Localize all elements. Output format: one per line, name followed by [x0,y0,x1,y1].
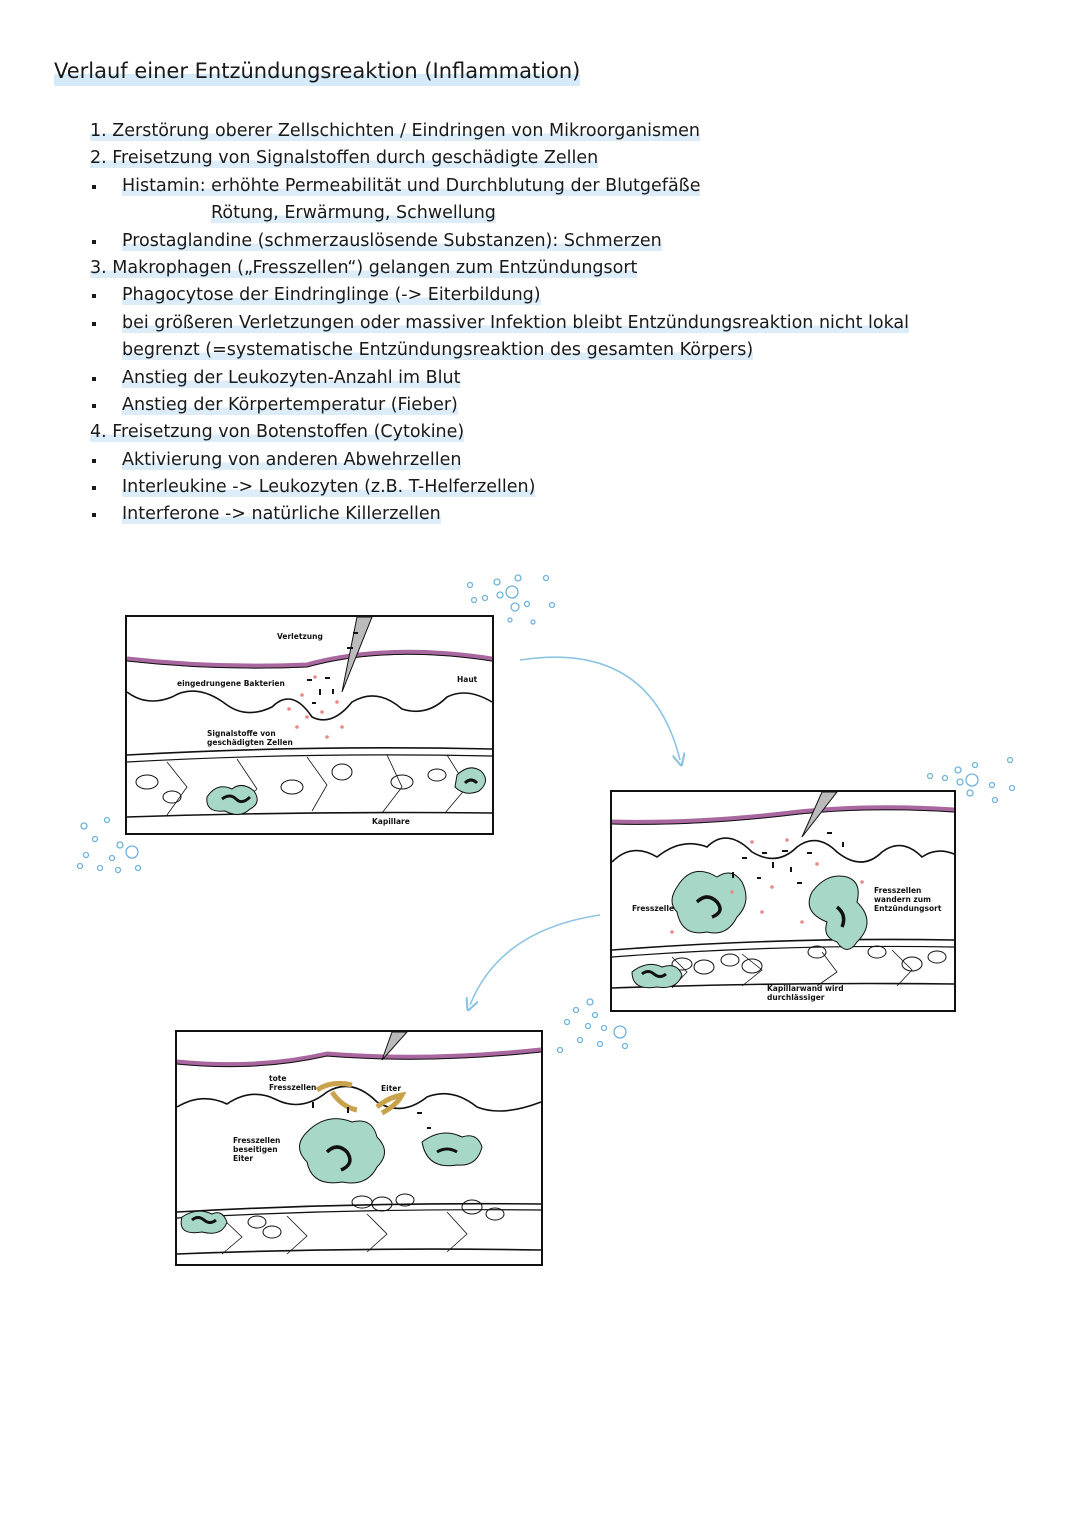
note-line-8: bei größeren Verletzungen oder massiver … [90,310,990,337]
label-eiter: Eiter [381,1084,402,1093]
figure-pus-drawing [177,1032,541,1255]
label-verletzung: Verletzung [277,632,323,641]
label-tote-fresszellen: tote Fresszellen [269,1074,317,1092]
figure-macrophages-migrate: Fresszelle Fresszellen wandern zum Entzü… [610,790,956,1012]
note-text: bei größeren Verletzungen oder massiver … [122,312,910,333]
note-line-2: 2. Freisetzung von Signalstoffen durch g… [90,145,990,172]
note-text: Anstieg der Körpertemperatur (Fieber) [122,394,458,415]
arrow-step1-to-step2 [519,656,680,760]
note-text: Aktivierung von anderen Abwehrzellen [122,449,462,470]
label-kapillarwand: Kapillarwand wird durchlässiger [767,984,844,1002]
label-kapillare: Kapillare [372,817,410,826]
label-signalstoffe: Signalstoffe von geschädigten Zellen [207,729,293,747]
note-line-9: begrenzt (=systematische Entzündungsreak… [90,337,990,364]
note-line-1: 1. Zerstörung oberer Zellschichten / Ein… [90,118,990,145]
note-line-7: Phagocytose der Eindringlinge (-> Eiterb… [90,282,990,309]
figure-pus-removal: tote Fresszellen Eiter Fresszellen besei… [175,1030,543,1266]
arrow-step2-to-step3 [470,914,601,1005]
note-line-15: Interferone -> natürliche Killerzellen [90,501,990,528]
note-line-3: Histamin: erhöhte Permeabilität und Durc… [90,173,990,200]
note-text: 3. Makrophagen („Fresszellen“) gelangen … [90,257,638,278]
note-text: Anstieg der Leukozyten-Anzahl im Blut [122,367,461,388]
note-line-14: Interleukine -> Leukozyten (z.B. T-Helfe… [90,474,990,501]
label-fresszellen-beseitigen: Fresszellen beseitigen Eiter [233,1136,281,1163]
figure-injury: Verletzung Haut eingedrungene Bakterien … [125,615,494,835]
note-line-10: Anstieg der Leukozyten-Anzahl im Blut [90,365,990,392]
label-eingedrungene-bakterien: eingedrungene Bakterien [177,679,285,688]
label-haut: Haut [457,675,478,684]
note-text: Rötung, Erwärmung, Schwellung [211,203,496,224]
note-line-5: Prostaglandine (schmerzauslösende Substa… [90,228,990,255]
label-fresszelle: Fresszelle [632,904,675,913]
notes-list: 1. Zerstörung oberer Zellschichten / Ein… [90,118,990,529]
figure-macrophages-drawing [612,792,954,989]
note-text: 1. Zerstörung oberer Zellschichten / Ein… [90,121,701,141]
page-title: Verlauf einer Entzündungsreaktion (Infla… [54,56,581,86]
note-text: Prostaglandine (schmerzauslösende Substa… [122,230,662,251]
note-line-4: Rötung, Erwärmung, Schwellung [90,200,990,227]
note-text: Interferone -> natürliche Killerzellen [122,504,441,525]
note-line-12: 4. Freisetzung von Botenstoffen (Cytokin… [90,419,990,446]
figure-injury-drawing [127,617,492,818]
note-text: 4. Freisetzung von Botenstoffen (Cytokin… [90,422,465,443]
note-line-11: Anstieg der Körpertemperatur (Fieber) [90,392,990,419]
note-line-6: 3. Makrophagen („Fresszellen“) gelangen … [90,255,990,282]
note-text: Interleukine -> Leukozyten (z.B. T-Helfe… [122,477,536,498]
label-fresszellen-wandern: Fresszellen wandern zum Entzündungsort [874,886,942,913]
note-line-13: Aktivierung von anderen Abwehrzellen [90,447,990,474]
note-text: begrenzt (=systematische Entzündungsreak… [122,340,754,361]
note-text: Phagocytose der Eindringlinge (-> Eiterb… [122,285,541,306]
note-text: Histamin: erhöhte Permeabilität und Durc… [122,175,701,196]
note-text: 2. Freisetzung von Signalstoffen durch g… [90,148,599,169]
